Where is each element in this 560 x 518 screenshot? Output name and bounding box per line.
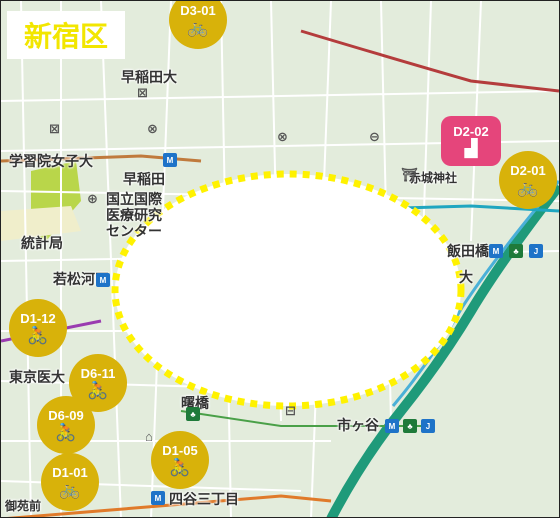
station-icon[interactable]: J xyxy=(421,419,435,433)
pin-label: D1-12 xyxy=(20,311,56,326)
subway-line-brown xyxy=(1,154,202,163)
cyclist-icon: 🚴 xyxy=(55,423,77,442)
cyclist-icon: 🚴 xyxy=(27,326,49,345)
station-pin-d1-01[interactable]: D1-01🚲 xyxy=(41,453,99,511)
label-akagi: 赤城神社 xyxy=(409,171,458,185)
station-pin-d2-02[interactable]: D2-02▟ xyxy=(441,116,501,166)
label-iidabashi: 飯田橋 xyxy=(447,243,489,259)
station-pin-d6-09[interactable]: D6-09🚴 xyxy=(37,396,95,454)
bicycle-icon: 🚲 xyxy=(59,480,81,499)
pin-label: D1-05 xyxy=(162,443,198,458)
school-icon: ⊠ xyxy=(137,85,148,100)
label-tokyo-med: 東京医大 xyxy=(9,369,65,385)
station-icon[interactable]: M xyxy=(151,491,165,505)
library-icon: ⊟ xyxy=(285,403,296,418)
tree-icon: ♣ xyxy=(186,407,200,421)
station-icon[interactable]: J xyxy=(529,244,543,258)
station-icon[interactable]: M xyxy=(489,244,503,258)
label-ichigaya: 市ヶ谷 xyxy=(337,417,379,433)
museum-icon: ⌂ xyxy=(145,429,153,444)
pin-label: D6-11 xyxy=(80,366,116,381)
bicycle-icon: 🚲 xyxy=(517,178,539,197)
shrine-icon: ⛩ xyxy=(401,167,418,182)
person-desk-icon: ▟ xyxy=(464,139,478,158)
highlight-area xyxy=(111,170,465,410)
label-gakushuin: 学習院女子大 xyxy=(9,153,93,169)
label-waseda-univ: 早稲田大 xyxy=(121,69,177,85)
label-ncgm: 国立国際 医療研究 センター xyxy=(106,191,162,239)
pin-label: D2-01 xyxy=(510,163,546,178)
station-icon[interactable]: M xyxy=(385,419,399,433)
school-icon: ⊠ xyxy=(49,121,60,136)
subway-line-red xyxy=(300,29,559,93)
label-gyoen: 御苑前 xyxy=(5,499,42,513)
police-icon: ⊗ xyxy=(277,129,288,144)
pin-label: D1-01 xyxy=(52,465,88,480)
cyclist-icon: 🚴 xyxy=(169,458,191,477)
station-pin-d1-05[interactable]: D1-05🚴 xyxy=(151,431,209,489)
label-univ: 大 xyxy=(459,269,473,285)
label-yotsuya3: 四谷三丁目 xyxy=(169,491,239,507)
map-title: 新宿区 xyxy=(7,11,125,59)
pin-label: D6-09 xyxy=(48,408,84,423)
label-stats-bureau: 統計局 xyxy=(21,235,63,251)
pin-label: D3-01 xyxy=(180,3,216,18)
subway-line-orange xyxy=(7,494,332,517)
post-office-icon: ⊖ xyxy=(369,129,380,144)
station-pin-d3-01[interactable]: D3-01🚲 xyxy=(169,1,227,49)
hospital-icon: ⊕ xyxy=(87,191,98,206)
label-waseda: 早稲田 xyxy=(123,171,165,187)
cyclist-icon: 🚴 xyxy=(87,381,109,400)
station-pin-d1-12[interactable]: D1-12🚴 xyxy=(9,299,67,357)
station-icon[interactable]: M xyxy=(163,153,177,167)
pin-label: D2-02 xyxy=(453,124,489,139)
police-icon: ⊗ xyxy=(147,121,158,136)
subway-line-green xyxy=(180,410,421,427)
station-icon[interactable]: M xyxy=(96,273,110,287)
label-wakamatsu: 若松河田 xyxy=(53,271,109,287)
tree-icon: ♣ xyxy=(403,419,417,433)
station-pin-d2-01[interactable]: D2-01🚲 xyxy=(499,151,557,209)
bicycle-icon: 🚲 xyxy=(187,18,209,37)
tree-icon: ♣ xyxy=(509,244,523,258)
